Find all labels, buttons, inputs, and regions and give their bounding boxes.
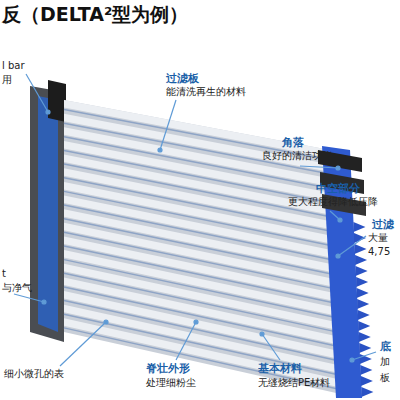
callout-text: 用 [2, 74, 12, 86]
tooth [357, 299, 369, 309]
callout-text: 能清洗再生的材料 [166, 86, 246, 98]
tooth [356, 277, 368, 287]
end-plate-blue [38, 96, 58, 332]
end-plate [30, 86, 64, 342]
callout-heading: 基本材料 [258, 362, 302, 375]
title: 反（DELTA²型为例） [2, 2, 188, 28]
callout-text: 加 [380, 356, 390, 368]
tooth [361, 387, 373, 397]
tooth [357, 288, 369, 298]
callout-text: 更大程度得降低压降 [288, 196, 378, 208]
callout-text: 细小微孔的表 [4, 368, 64, 380]
callout-heading: 角落 [282, 136, 304, 149]
callout-text: 4,75 [368, 246, 390, 258]
pleat [64, 305, 344, 374]
callout-heading: 脊壮外形 [146, 362, 190, 375]
callout-text: 良好的清洁功能 [262, 150, 332, 162]
callout-text: 处理细粉尘 [146, 377, 196, 389]
pleat [64, 318, 345, 388]
tooth [355, 255, 367, 265]
tooth [353, 222, 365, 232]
pleat-shadow [64, 328, 345, 391]
callout-text: l bar [2, 60, 25, 72]
tooth [358, 321, 370, 331]
pleats [64, 100, 345, 391]
tooth [356, 266, 368, 276]
callout-heading: 中空部分 [316, 182, 360, 195]
tooth [361, 376, 373, 386]
callout-heading: 底 [380, 340, 391, 353]
tooth [359, 332, 371, 342]
end-plate-bar [48, 80, 66, 122]
filter-body [64, 100, 345, 395]
callout-text: 板 [380, 372, 390, 384]
callout-text: 与净气 [2, 282, 32, 294]
tooth [359, 343, 371, 353]
leader-lines [14, 74, 376, 366]
callout-text: 大量 [368, 232, 388, 244]
callout-heading: 过滤 [372, 218, 394, 231]
pleat [64, 264, 341, 331]
tooth [360, 365, 372, 375]
tooth [355, 244, 367, 254]
tooth [358, 310, 370, 320]
callout-heading: 过滤板 [166, 72, 199, 85]
callout-text: 无缝烧结PE材料 [258, 377, 330, 389]
pleat-shadow [64, 314, 344, 376]
callout-text: t [2, 268, 6, 280]
